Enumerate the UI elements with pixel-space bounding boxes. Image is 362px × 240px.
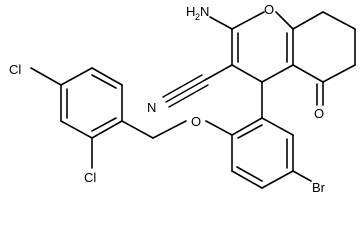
bond-o1-c8a (275, 11, 294, 30)
bond-nitrile-2 (162, 74, 203, 98)
bond-c6-c5 (322, 64, 356, 83)
bond-c5-c4a (292, 64, 324, 83)
bond-dar4-cl (30, 67, 62, 86)
bond-dar3-dar4 (60, 67, 93, 86)
bond-ar6-ar1 (231, 117, 263, 136)
label-ketone-oxygen: O (314, 106, 324, 121)
bond-ar4-ar5 (231, 170, 263, 189)
bond-c2-o1 (231, 11, 265, 30)
bond-dar6-dar1-double (91, 117, 117, 132)
bond-dar5-dar6 (60, 120, 93, 139)
molecule-drawing: H 2 N O N O O Cl Cl Br (9, 2, 356, 195)
bond-ar4-ar5-double (236, 166, 263, 182)
bond-c3-c4 (231, 64, 263, 83)
label-ether-oxygen: O (191, 114, 201, 129)
bond-ar3-ar4 (261, 170, 294, 189)
label-chlorine-para: Cl (9, 62, 21, 77)
bond-ar6-o-ether (205, 120, 233, 136)
bond-c3-cn (204, 64, 233, 81)
label-amino-h: H (186, 4, 195, 19)
label-ring-oxygen: O (264, 2, 274, 17)
label-nitrile-nitrogen: N (147, 100, 156, 115)
bond-dar2-dar3 (91, 67, 123, 86)
bond-dar6-dar1 (91, 120, 123, 139)
chemical-structure-canvas: H 2 N O N O O Cl Cl Br (9, 2, 356, 195)
bond-nitrile-3 (168, 84, 209, 108)
label-amino-h-sub: 2 (195, 12, 200, 22)
bond-ar6-ar1-double (237, 124, 263, 139)
bond-nitrile-1 (165, 79, 206, 103)
bond-dar2-dar3-double (91, 74, 117, 89)
bond-c2-n-amino (209, 16, 233, 30)
bond-c4-c4a (261, 64, 294, 83)
bond-ar3-br (292, 170, 312, 182)
bond-o-ch2 (152, 120, 187, 139)
bond-ar1-ar2 (261, 117, 294, 136)
label-bromine: Br (312, 180, 326, 195)
label-chlorine-ortho: Cl (84, 170, 96, 185)
bond-c8-c7 (322, 11, 356, 30)
label-amino-n: N (200, 4, 209, 19)
bond-ch2-ar (121, 120, 154, 139)
bond-c8a-c8 (292, 11, 324, 30)
